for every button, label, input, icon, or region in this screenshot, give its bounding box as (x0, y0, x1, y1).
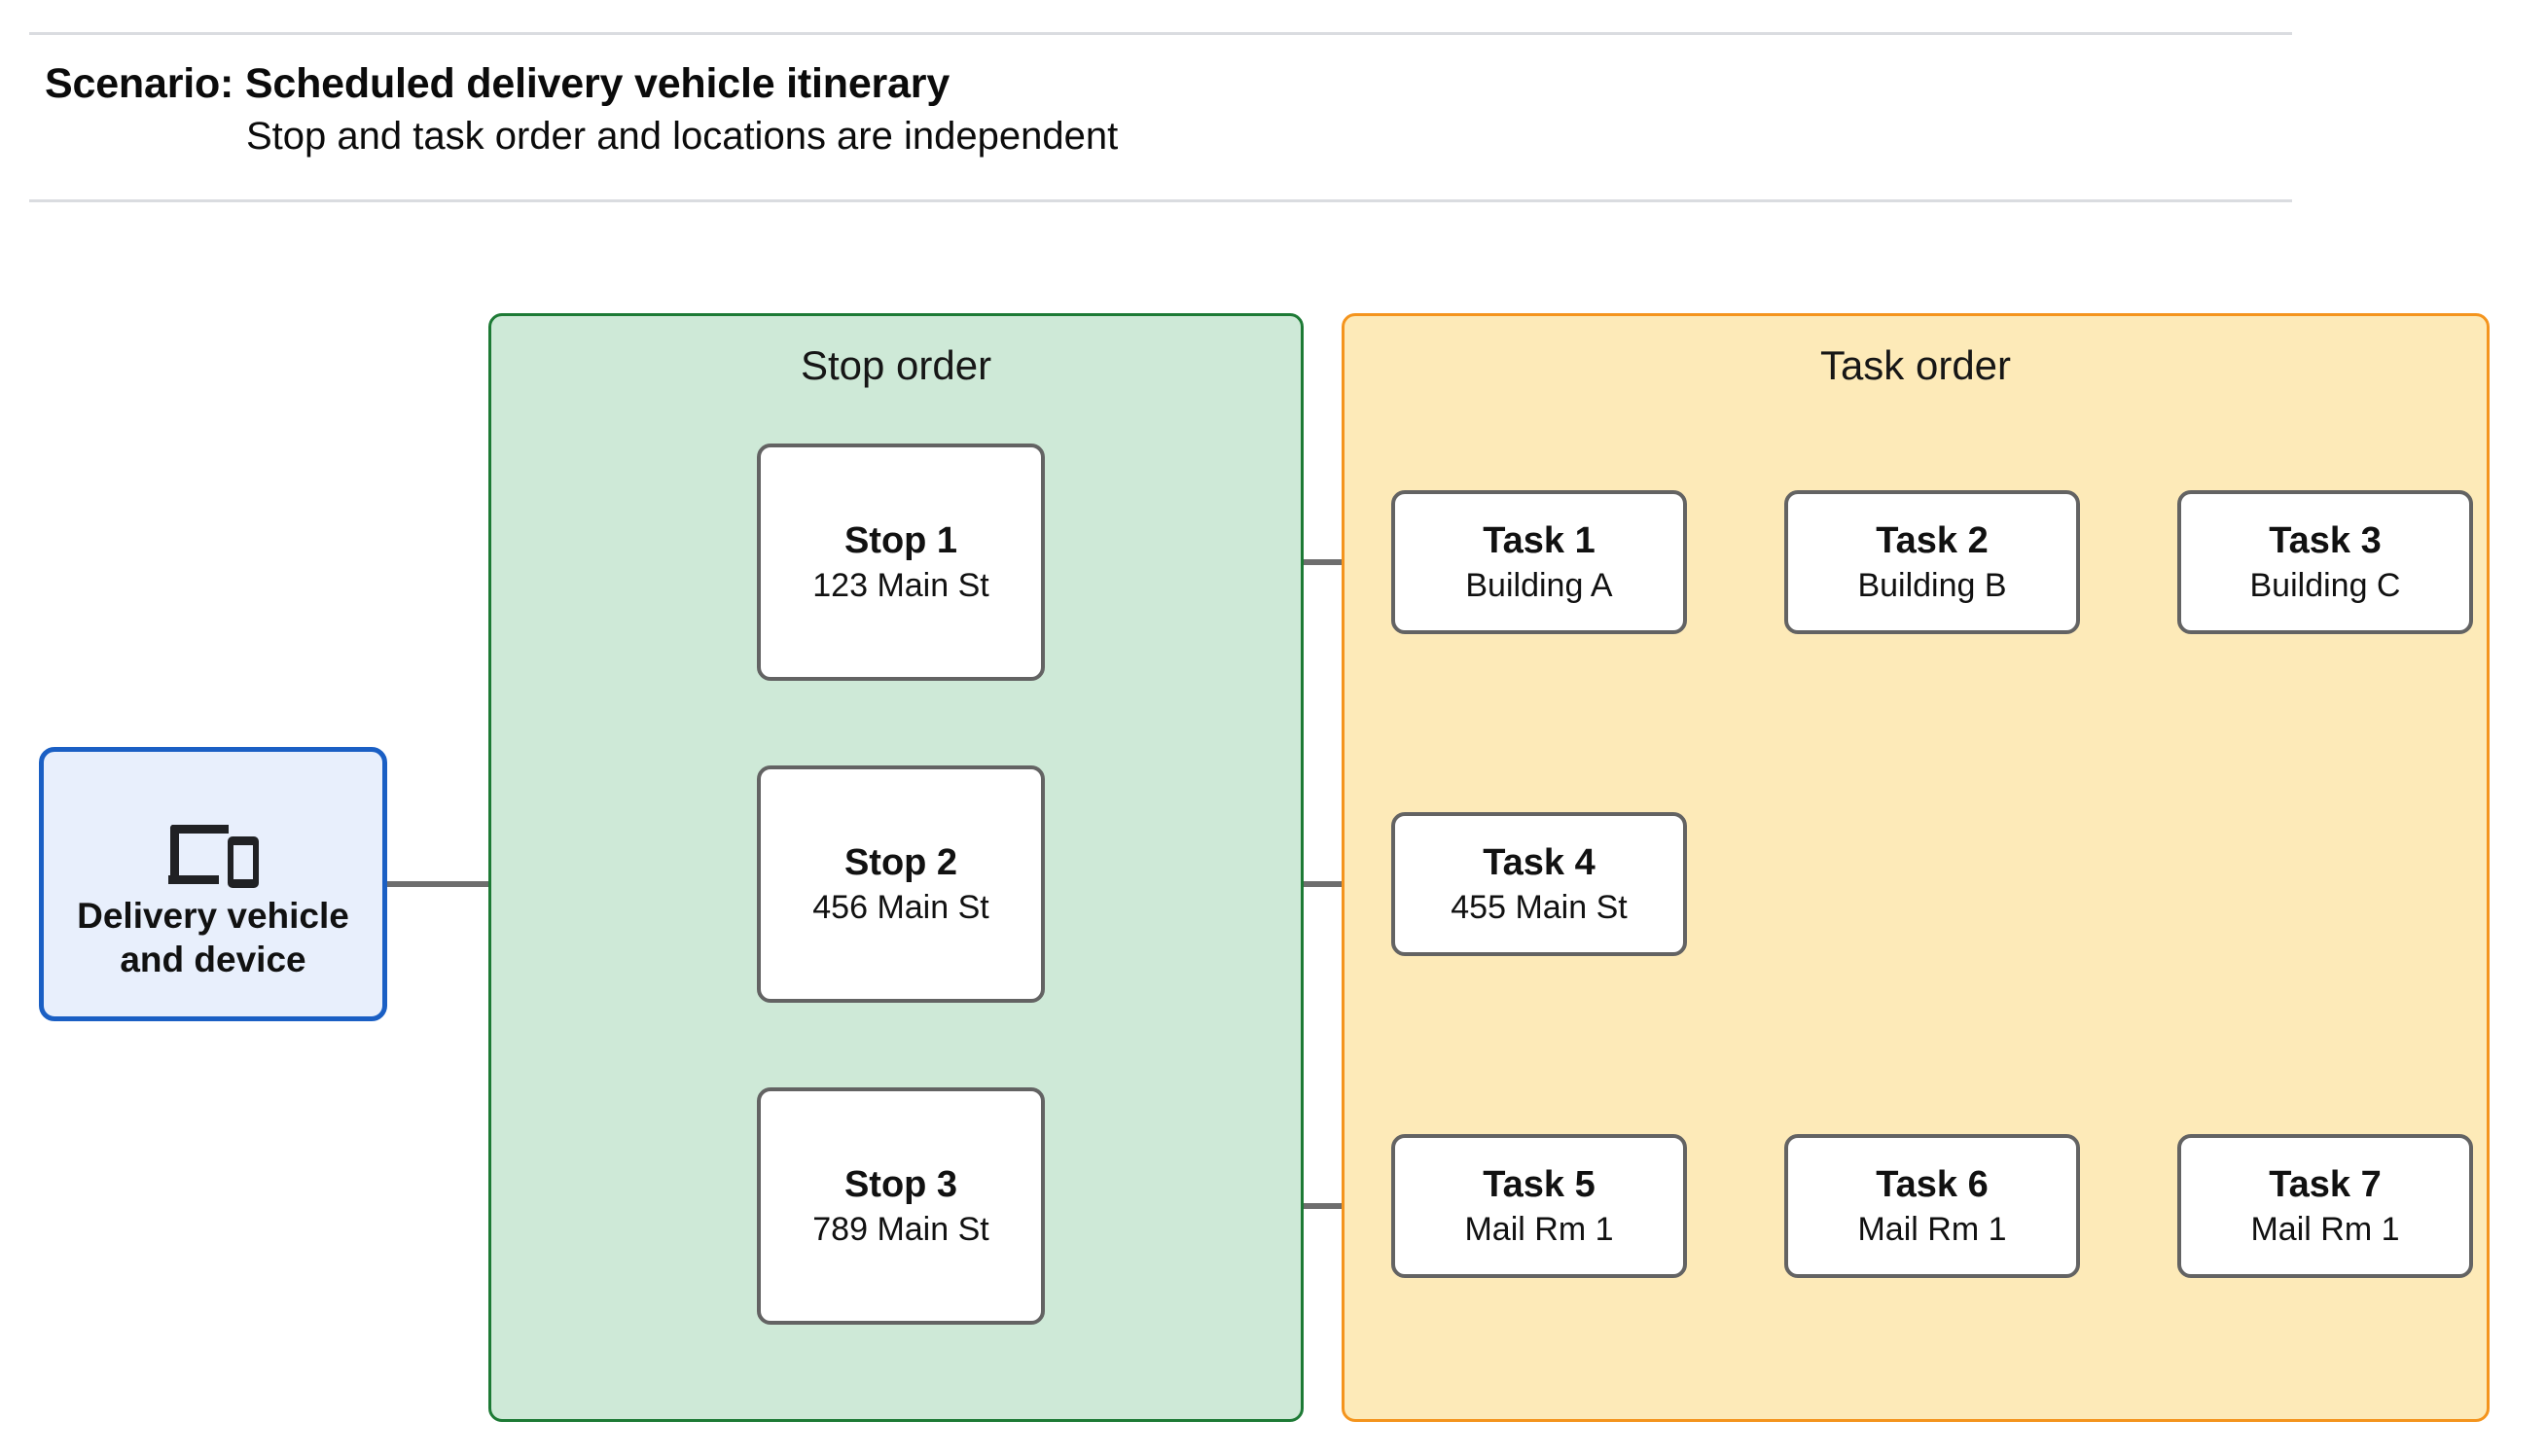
task-node-location: Mail Rm 1 (1464, 1210, 1614, 1248)
stop-node-title: Stop 1 (843, 519, 958, 561)
task-node-6[interactable]: Task 6 Mail Rm 1 (1784, 1134, 2080, 1278)
task-node-title: Task 3 (2269, 519, 2382, 561)
task-node-location: Building C (2249, 566, 2401, 604)
delivery-vehicle-node[interactable]: Delivery vehicle and device (39, 747, 387, 1021)
task-node-location: Mail Rm 1 (2250, 1210, 2400, 1248)
stop-node-address: 456 Main St (812, 888, 989, 926)
stop-order-heading: Stop order (800, 342, 992, 388)
task-node-2[interactable]: Task 2 Building B (1784, 490, 2080, 634)
header-rule-top (29, 32, 2292, 35)
stop-node-title: Stop 2 (843, 841, 958, 883)
task-node-location: 455 Main St (1451, 888, 1628, 926)
task-order-heading: Task order (1819, 342, 2012, 388)
task-node-title: Task 5 (1483, 1163, 1596, 1205)
header-title-block: Scenario: Scheduled delivery vehicle iti… (45, 60, 2185, 159)
stop-node-3[interactable]: Stop 3 789 Main St (757, 1087, 1045, 1325)
task-node-title: Task 7 (2269, 1163, 2382, 1205)
stop-node-address: 789 Main St (812, 1210, 989, 1248)
task-node-title: Task 1 (1483, 519, 1596, 561)
page-title: Scenario: Scheduled delivery vehicle iti… (45, 60, 950, 107)
devices-icon (168, 825, 259, 888)
header-rule-bottom (29, 199, 2292, 202)
task-node-1[interactable]: Task 1 Building A (1391, 490, 1687, 634)
task-node-location: Building B (1857, 566, 2007, 604)
task-node-title: Task 4 (1483, 841, 1596, 883)
task-node-location: Mail Rm 1 (1857, 1210, 2007, 1248)
delivery-vehicle-label: Delivery vehicle and device (77, 895, 349, 979)
task-node-7[interactable]: Task 7 Mail Rm 1 (2177, 1134, 2473, 1278)
task-node-5[interactable]: Task 5 Mail Rm 1 (1391, 1134, 1687, 1278)
task-node-location: Building A (1465, 566, 1613, 604)
stop-node-1[interactable]: Stop 1 123 Main St (757, 444, 1045, 681)
stop-node-2[interactable]: Stop 2 456 Main St (757, 765, 1045, 1003)
task-node-4[interactable]: Task 4 455 Main St (1391, 812, 1687, 956)
task-node-title: Task 2 (1876, 519, 1989, 561)
page-subtitle: Stop and task order and locations are in… (246, 115, 1119, 159)
task-node-title: Task 6 (1876, 1163, 1989, 1205)
stop-node-title: Stop 3 (843, 1163, 958, 1205)
task-node-3[interactable]: Task 3 Building C (2177, 490, 2473, 634)
stop-node-address: 123 Main St (812, 566, 989, 604)
